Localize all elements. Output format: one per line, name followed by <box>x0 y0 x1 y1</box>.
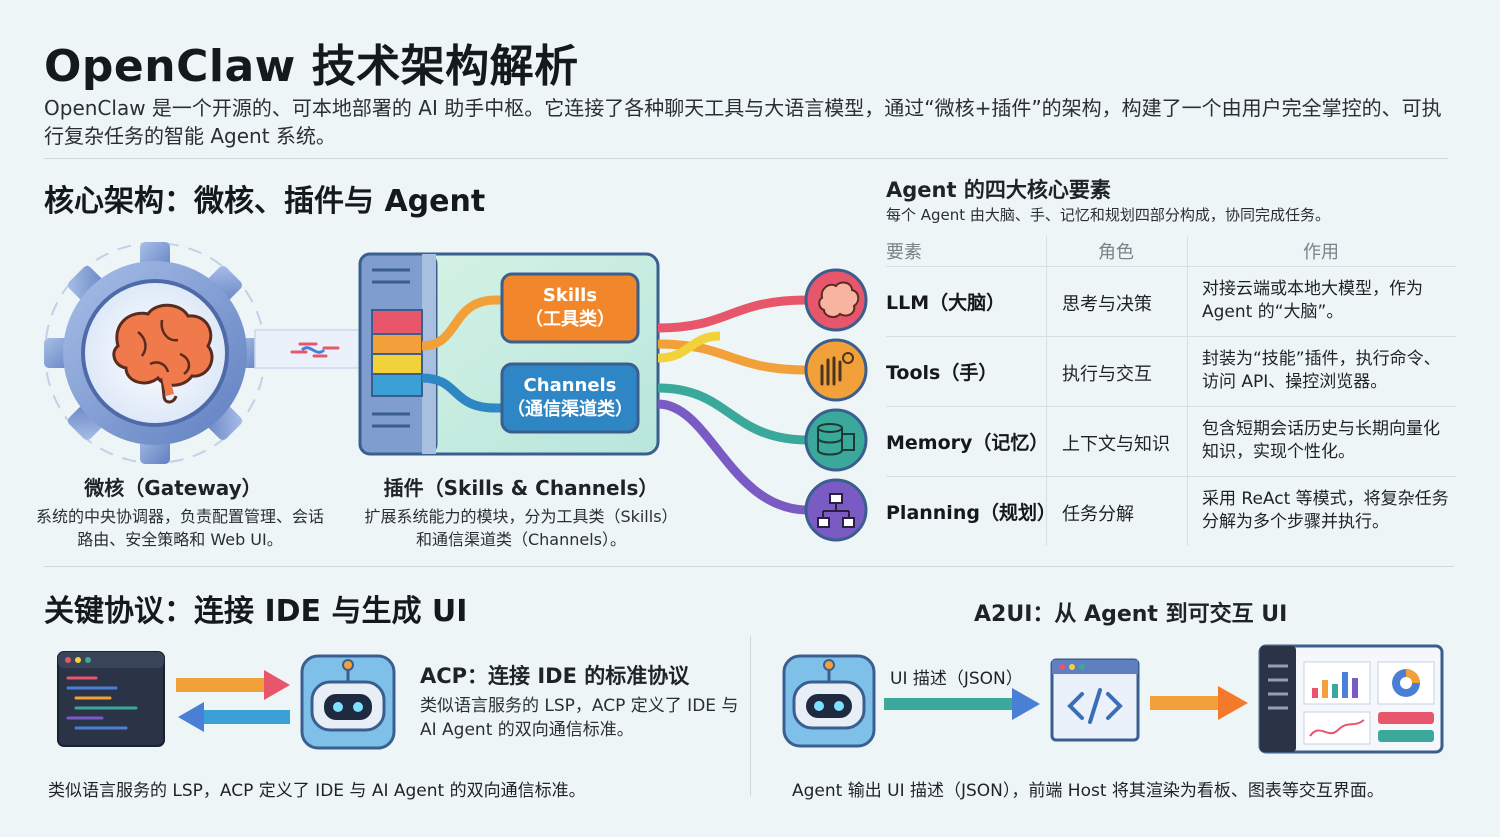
code-window-icon <box>1050 658 1140 742</box>
bidirectional-arrow-icon <box>176 670 290 732</box>
column-header-element: 要素 <box>886 242 922 263</box>
intro-text: OpenClaw 是一个开源的、可本地部署的 AI 助手中枢。它连接了各种聊天工… <box>44 96 1442 148</box>
acp-desc: 类似语言服务的 LSP，ACP 定义了 IDE 与 AI Agent 的双向通信… <box>420 696 739 740</box>
table-cell-role: 思考与决策 <box>1062 294 1152 315</box>
divider-top <box>44 158 1448 159</box>
gateway-desc: 系统的中央协调器，负责配置管理、会话路由、安全策略和 Web UI。 <box>35 507 324 549</box>
acp-illustration <box>57 651 396 750</box>
gateway-title: 微核（Gateway） <box>84 476 262 500</box>
skills-box <box>500 272 640 344</box>
database-icon <box>804 408 868 472</box>
table-cell-element: Memory（记忆） <box>886 432 1049 454</box>
brain-icon <box>112 303 214 404</box>
table-divider <box>886 406 1456 407</box>
agent-elements-heading: Agent 的四大核心要素 <box>886 178 1111 202</box>
agent-icons <box>804 268 868 542</box>
table-cell-role: 任务分解 <box>1062 504 1134 525</box>
flowchart-icon <box>804 478 868 542</box>
plugin-container <box>358 252 660 456</box>
table-cell-function: 包含短期会话历史与长期向量化知识，实现个性化。 <box>1202 419 1440 462</box>
gateway-connector <box>254 329 366 369</box>
plugins-title: 插件（Skills & Channels） <box>383 476 659 500</box>
channels-box <box>500 362 640 434</box>
acp-title: ACP：连接 IDE 的标准协议 <box>420 664 690 688</box>
hand-gear-icon <box>804 338 868 402</box>
arrow-right-icon <box>884 688 1040 720</box>
brain-icon <box>804 268 868 332</box>
protocols-heading: 关键协议：连接 IDE 与生成 UI <box>44 594 468 629</box>
table-divider <box>1046 236 1047 546</box>
a2ui-title: A2UI：从 Agent 到可交互 UI <box>974 602 1288 627</box>
a2ui-arrow-label: UI 描述（JSON） <box>890 669 1023 689</box>
table-cell-function: 封装为“技能”插件，执行命令、访问 API、操控浏览器。 <box>1202 349 1441 392</box>
skills-label: Skills （工具类） <box>525 285 615 330</box>
table-cell-function: 采用 ReAct 等模式，将复杂任务分解为多个步骤并执行。 <box>1202 489 1449 532</box>
robot-icon <box>782 654 876 748</box>
a2ui-caption: Agent 输出 UI 描述（JSON），前端 Host 将其渲染为看板、图表等… <box>792 781 1384 801</box>
table-cell-element: LLM（大脑） <box>886 292 1006 314</box>
robot-icon <box>300 654 396 750</box>
agent-elements-subheading: 每个 Agent 由大脑、手、记忆和规划四部分构成，协同完成任务。 <box>886 206 1330 224</box>
table-cell-role: 执行与交互 <box>1062 364 1152 385</box>
table-divider <box>1187 236 1188 546</box>
table-divider <box>886 476 1456 477</box>
table-divider <box>886 266 1456 267</box>
column-header-function: 作用 <box>1303 242 1339 263</box>
table-cell-role: 上下文与知识 <box>1062 434 1170 455</box>
table-cell-element: Planning（规划） <box>886 502 1056 524</box>
table-cell-element: Tools（手） <box>886 362 998 384</box>
column-header-role: 角色 <box>1098 242 1134 263</box>
agent-connectors <box>657 295 809 515</box>
a2ui-illustration <box>782 644 1444 754</box>
table-divider <box>886 336 1456 337</box>
arrow-right-icon <box>1150 686 1248 720</box>
core-architecture-diagram <box>44 242 868 542</box>
protocols-divider <box>750 636 751 796</box>
acp-caption: 类似语言服务的 LSP，ACP 定义了 IDE 与 AI Agent 的双向通信… <box>48 781 586 801</box>
page-title: OpenClaw 技术架构解析 <box>44 41 579 92</box>
divider-middle <box>44 566 1454 567</box>
core-heading: 核心架构：微核、插件与 Agent <box>44 184 486 219</box>
plugins-desc: 扩展系统能力的模块，分为工具类（Skills）和通信渠道类（Channels）。 <box>364 507 678 549</box>
dashboard-icon <box>1258 644 1444 754</box>
channels-label: Channels （通信渠道类） <box>507 375 633 420</box>
code-editor-icon <box>57 651 165 747</box>
table-cell-function: 对接云端或本地大模型，作为 Agent 的“大脑”。 <box>1202 279 1423 322</box>
